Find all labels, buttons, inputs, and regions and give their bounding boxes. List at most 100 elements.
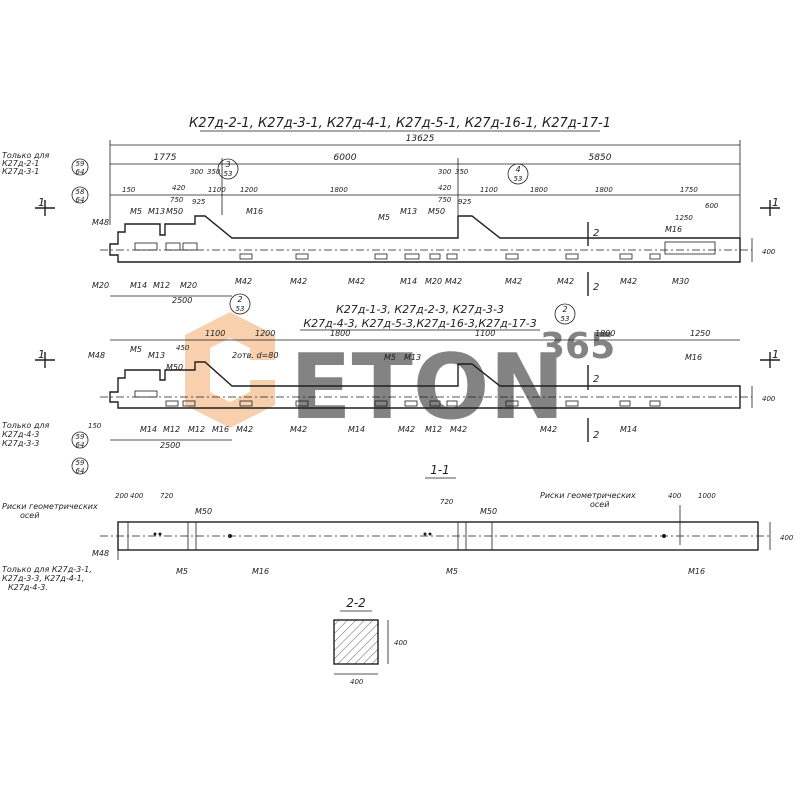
note-mid-2: К27д-4-3 (2, 430, 39, 439)
r2-mark-m12c: М12 (425, 425, 442, 434)
ref-2b-top: 2 (562, 305, 567, 314)
cut-hatch (333, 619, 379, 665)
section-mark-left: 1 (38, 196, 45, 209)
dim-2500b: 2500 (160, 441, 180, 450)
axis-note-left-1: Риски геометрических (2, 502, 98, 511)
s-mark-m50: М50 (195, 507, 212, 516)
axis-note-right-1: Риски геометрических (540, 491, 636, 500)
axis-note-right-2: осей (590, 500, 609, 509)
circle-59a: 59 (76, 160, 85, 168)
r2-mark-m14d: М14 (620, 425, 637, 434)
mark-m30: М30 (672, 277, 689, 286)
dim-1100b: 1100 (480, 186, 498, 194)
circle-58: 58 (76, 188, 85, 196)
s-mark-m50b: М50 (480, 507, 497, 516)
dim-750: 750 (170, 196, 184, 204)
mark-m42c: М42 (348, 277, 365, 286)
note-top-3: К27д-3-1 (2, 167, 39, 176)
dim-6000: 6000 (334, 153, 357, 163)
title-top: К27д-2-1, К27д-3-1, К27д-4-1, К27д-5-1, … (189, 116, 611, 131)
beam-2: 1100 1200 1800 1100 1800 1250 450 400 25… (2, 329, 780, 475)
note-bot-2: К27д-3-3, К27д-4-1, (2, 574, 84, 583)
dim-420: 420 (172, 184, 186, 192)
section-2-mark-c: 2 (593, 374, 599, 385)
circle-64b: 64 (76, 196, 85, 204)
ref-2-top: 2 (237, 295, 242, 304)
mark-m5c: М5 (130, 345, 142, 354)
s-dim-200: 200 (115, 492, 129, 500)
dim-400: 400 (762, 248, 776, 256)
mark-m42e: М42 (505, 277, 522, 286)
r2-dim-1200: 1200 (255, 329, 275, 338)
s-dim-720: 720 (160, 492, 174, 500)
note-top-1: Только для (2, 151, 50, 160)
dim-1800b: 1800 (530, 186, 548, 194)
dim-925: 925 (192, 198, 206, 206)
r2-mark-m14c: М14 (348, 425, 365, 434)
dim-300b: 300 (438, 168, 452, 176)
ref-2-bot: 53 (236, 305, 245, 313)
mark-m42f: М42 (557, 277, 574, 286)
mark-m14b: М14 (400, 277, 417, 286)
circle-64c: 64 (76, 441, 85, 449)
mark-m42g: М42 (620, 277, 637, 286)
cut-2-2: 2-2 400 400 (333, 596, 408, 686)
s-mark-m5: М5 (176, 567, 188, 576)
mark-m42b: М42 (290, 277, 307, 286)
r2-mark-m42b: М42 (290, 425, 307, 434)
r2-dim-450: 450 (176, 344, 190, 352)
cut-note: 2отв. d=80 (232, 351, 278, 360)
note-bot-1: Только для К27д-3-1, (2, 565, 92, 574)
s-dim-400: 400 (130, 492, 144, 500)
r2-dim-1100b: 1100 (475, 329, 495, 338)
circle-64a: 64 (76, 168, 85, 176)
section-mark-right: 1 (772, 196, 779, 209)
r2-dim-1800b: 1800 (595, 329, 615, 338)
mark-m12: М12 (153, 281, 170, 290)
s-dim-720b: 720 (440, 498, 454, 506)
mark-m13: М13 (148, 207, 165, 216)
r2-dim-1250: 1250 (690, 329, 710, 338)
mark-m50: М50 (166, 207, 183, 216)
dim-350: 350 (207, 168, 221, 176)
dim-13625: 13625 (406, 134, 435, 144)
cut-dim-400: 400 (394, 639, 408, 647)
mark-m16c: М16 (685, 353, 702, 362)
dim-1800: 1800 (330, 186, 348, 194)
r2-dim-150: 150 (88, 422, 102, 430)
section-mark-right-2: 1 (772, 348, 779, 361)
dim-300: 300 (190, 168, 204, 176)
mark-m13d: М13 (404, 353, 421, 362)
s-mark-m16b: М16 (688, 567, 705, 576)
r2-dim-1800: 1800 (330, 329, 350, 338)
ref-4-top: 4 (515, 165, 520, 174)
dim-600: 600 (705, 202, 719, 210)
mark-m14: М14 (130, 281, 147, 290)
mark-m50c: М50 (166, 363, 183, 372)
ref-2b-bot: 53 (561, 315, 570, 323)
axis-note-left-2: осей (20, 511, 39, 520)
title-mid-1: К27д-1-3, К27д-2-3, К27д-3-3 (336, 303, 504, 316)
circle-59b: 59 (76, 433, 85, 441)
section-2-mark-b: 2 (593, 282, 599, 293)
section-title: 1-1 (430, 463, 450, 477)
title-mid-2: К27д-4-3, К27д-5-3,К27д-16-3,К27д-17-3 (303, 317, 536, 330)
ref-4-bot: 53 (514, 175, 523, 183)
mark-m5d: М5 (384, 353, 396, 362)
ref-3-bot: 53 (224, 170, 233, 178)
note-top-2: К27д-2-1 (2, 159, 39, 168)
mark-m48b: М48 (88, 351, 105, 360)
note-mid-1: Только для (2, 421, 50, 430)
r2-mark-m14: М14 (140, 425, 157, 434)
dim-150: 150 (122, 186, 136, 194)
mark-m13c: М13 (148, 351, 165, 360)
beam-1-holes (134, 241, 716, 260)
dim-1750: 1750 (680, 186, 698, 194)
section-mark-left-2: 1 (38, 348, 45, 361)
watermark: ETON 365 (185, 312, 615, 440)
section-1-1: 1-1 200 400 720 720 400 1000 400 М50 М50… (2, 463, 794, 592)
watermark-text: ETON (290, 335, 565, 440)
mark-m20b: М20 (180, 281, 197, 290)
dim-1250: 1250 (675, 214, 693, 222)
r2-mark-m12b: М12 (188, 425, 205, 434)
